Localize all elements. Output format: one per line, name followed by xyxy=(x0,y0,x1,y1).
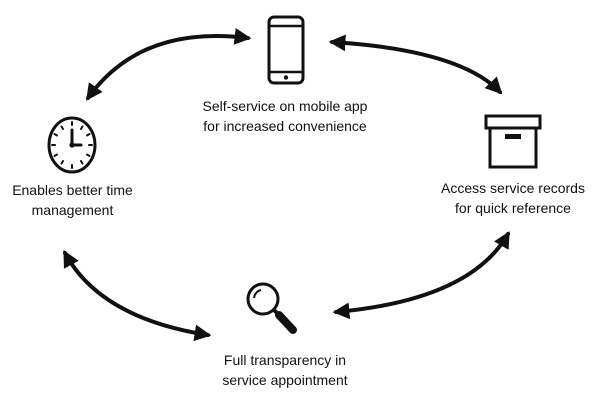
arrow-transparency-time xyxy=(63,250,212,342)
arrow-time-mobile xyxy=(86,28,252,101)
label-mobile-line-2: for increased convenience xyxy=(203,118,367,134)
label-mobile-line-1: Self-service on mobile app xyxy=(202,98,368,114)
label-time: Enables better time management xyxy=(0,180,145,220)
archive-box-icon xyxy=(484,114,542,169)
label-time-line-1: Enables better time xyxy=(12,182,133,198)
label-mobile: Self-service on mobile app for increased… xyxy=(180,96,390,136)
label-transparency: Full transparency in service appointment xyxy=(190,350,380,390)
label-records-line-2: for quick reference xyxy=(455,200,571,216)
arrow-mobile-records xyxy=(328,34,503,95)
clock-icon xyxy=(47,116,97,174)
label-time-line-2: management xyxy=(31,202,114,218)
magnifying-glass-icon xyxy=(246,282,297,334)
smartphone-icon xyxy=(267,15,305,85)
arrow-records-transparency xyxy=(332,231,510,320)
label-records-line-1: Access service records xyxy=(441,180,585,196)
label-transparency-line-1: Full transparency in xyxy=(223,352,347,368)
label-records: Access service records for quick referen… xyxy=(428,178,598,218)
label-transparency-line-2: service appointment xyxy=(222,372,348,388)
